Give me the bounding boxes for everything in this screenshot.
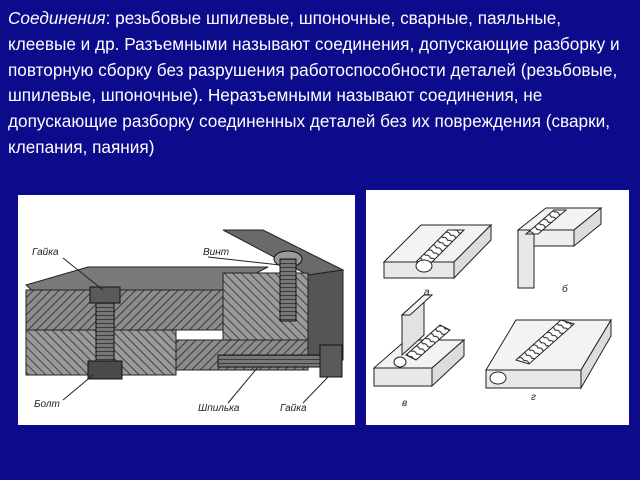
welded-joints-svg: а б в г (372, 206, 612, 409)
lead-term: Соединения (8, 8, 106, 28)
label-g: г (531, 392, 536, 403)
label-v: в (402, 398, 407, 409)
threaded-joints-svg: Гайка Винт Болт Шпилька Гайка (25, 229, 345, 414)
label-screw: Винт (203, 247, 229, 258)
bolt-head (87, 360, 123, 380)
leader-bolt (62, 374, 94, 401)
weld-tee (372, 293, 466, 388)
paragraph-body: : резьбовые шпилевые, шпоночные, сварные… (8, 8, 620, 157)
stud-nut (319, 344, 343, 378)
label-b: б (562, 283, 568, 295)
leader-stud (227, 366, 259, 404)
slide-paragraph: Соединения: резьбовые шпилевые, шпоночны… (8, 6, 630, 161)
bolt-nut (89, 286, 121, 304)
label-nut-bottom: Гайка (280, 403, 307, 414)
label-a: а (424, 287, 430, 298)
leader-nut-bottom (302, 376, 329, 404)
leader-nut-top (62, 257, 104, 291)
welded-joints-drawing: а б в г (366, 190, 629, 425)
threaded-joints-drawing: Гайка Винт Болт Шпилька Гайка (18, 195, 355, 425)
stud-body (217, 354, 337, 368)
leader-screw (207, 256, 281, 266)
label-nut-top: Гайка (32, 247, 59, 258)
label-stud: Шпилька (198, 403, 240, 414)
weld-butt (382, 223, 493, 280)
screw-shank (279, 258, 297, 322)
bolt-shank (95, 302, 115, 364)
label-bolt: Болт (34, 399, 60, 410)
weld-lap (485, 318, 612, 390)
weld-corner (516, 206, 603, 289)
